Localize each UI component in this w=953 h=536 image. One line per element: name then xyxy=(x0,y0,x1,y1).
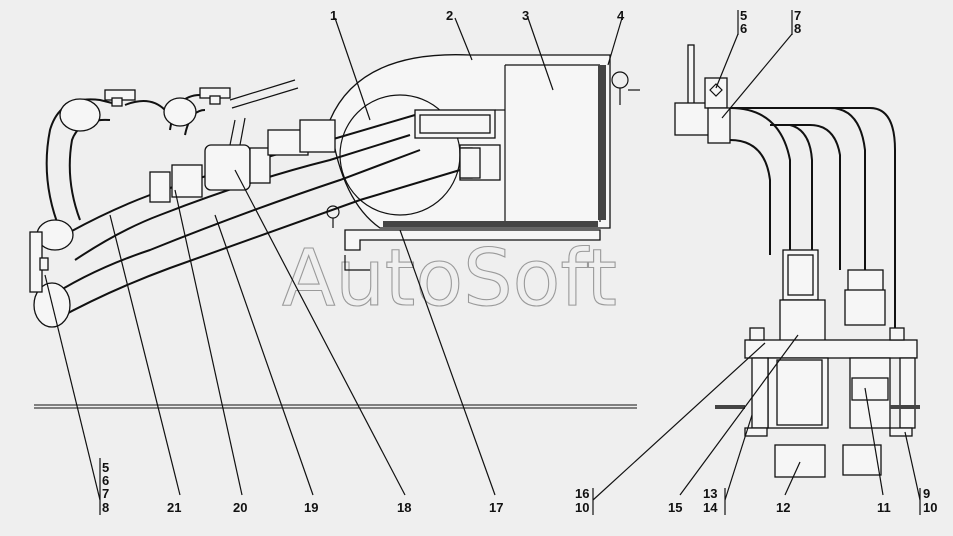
callout-18: 18 xyxy=(397,500,411,515)
callout-3: 3 xyxy=(522,8,529,23)
callout-15: 15 xyxy=(668,500,682,515)
callout-19: 19 xyxy=(304,500,318,515)
callout-9: 9 xyxy=(923,486,930,501)
callout-10-left: 10 xyxy=(575,500,589,515)
callout-7-top: 7 xyxy=(794,8,801,23)
callout-21: 21 xyxy=(167,500,181,515)
callout-1: 1 xyxy=(330,8,337,23)
floor-line xyxy=(34,404,637,409)
inner-tube xyxy=(414,109,505,181)
callout-14: 14 xyxy=(703,500,718,515)
callout-13: 13 xyxy=(703,486,717,501)
callout-10-right: 10 xyxy=(923,500,937,515)
callout-16: 16 xyxy=(575,486,589,501)
callout-8-top: 8 xyxy=(794,21,801,36)
callout-6-bottom: 6 xyxy=(102,473,109,488)
valve-fittings xyxy=(149,117,481,203)
tank xyxy=(326,54,640,271)
callout-4: 4 xyxy=(617,8,625,23)
leader-lines xyxy=(44,10,921,515)
right-assembly xyxy=(674,44,920,478)
callout-5-bottom: 5 xyxy=(102,460,109,475)
callout-11: 11 xyxy=(877,500,891,515)
callout-20: 20 xyxy=(233,500,247,515)
callout-8-bottom: 8 xyxy=(102,500,109,515)
callout-12: 12 xyxy=(776,500,790,515)
callouts: 1 2 3 4 5 6 7 8 5 6 7 8 21 20 19 18 17 1… xyxy=(102,8,937,515)
callout-6-top: 6 xyxy=(740,21,747,36)
callout-2: 2 xyxy=(446,8,453,23)
callout-7-bottom: 7 xyxy=(102,486,109,501)
callout-17: 17 xyxy=(489,500,503,515)
watermark: AutoSoft xyxy=(282,234,617,324)
callout-5-top: 5 xyxy=(740,8,747,23)
